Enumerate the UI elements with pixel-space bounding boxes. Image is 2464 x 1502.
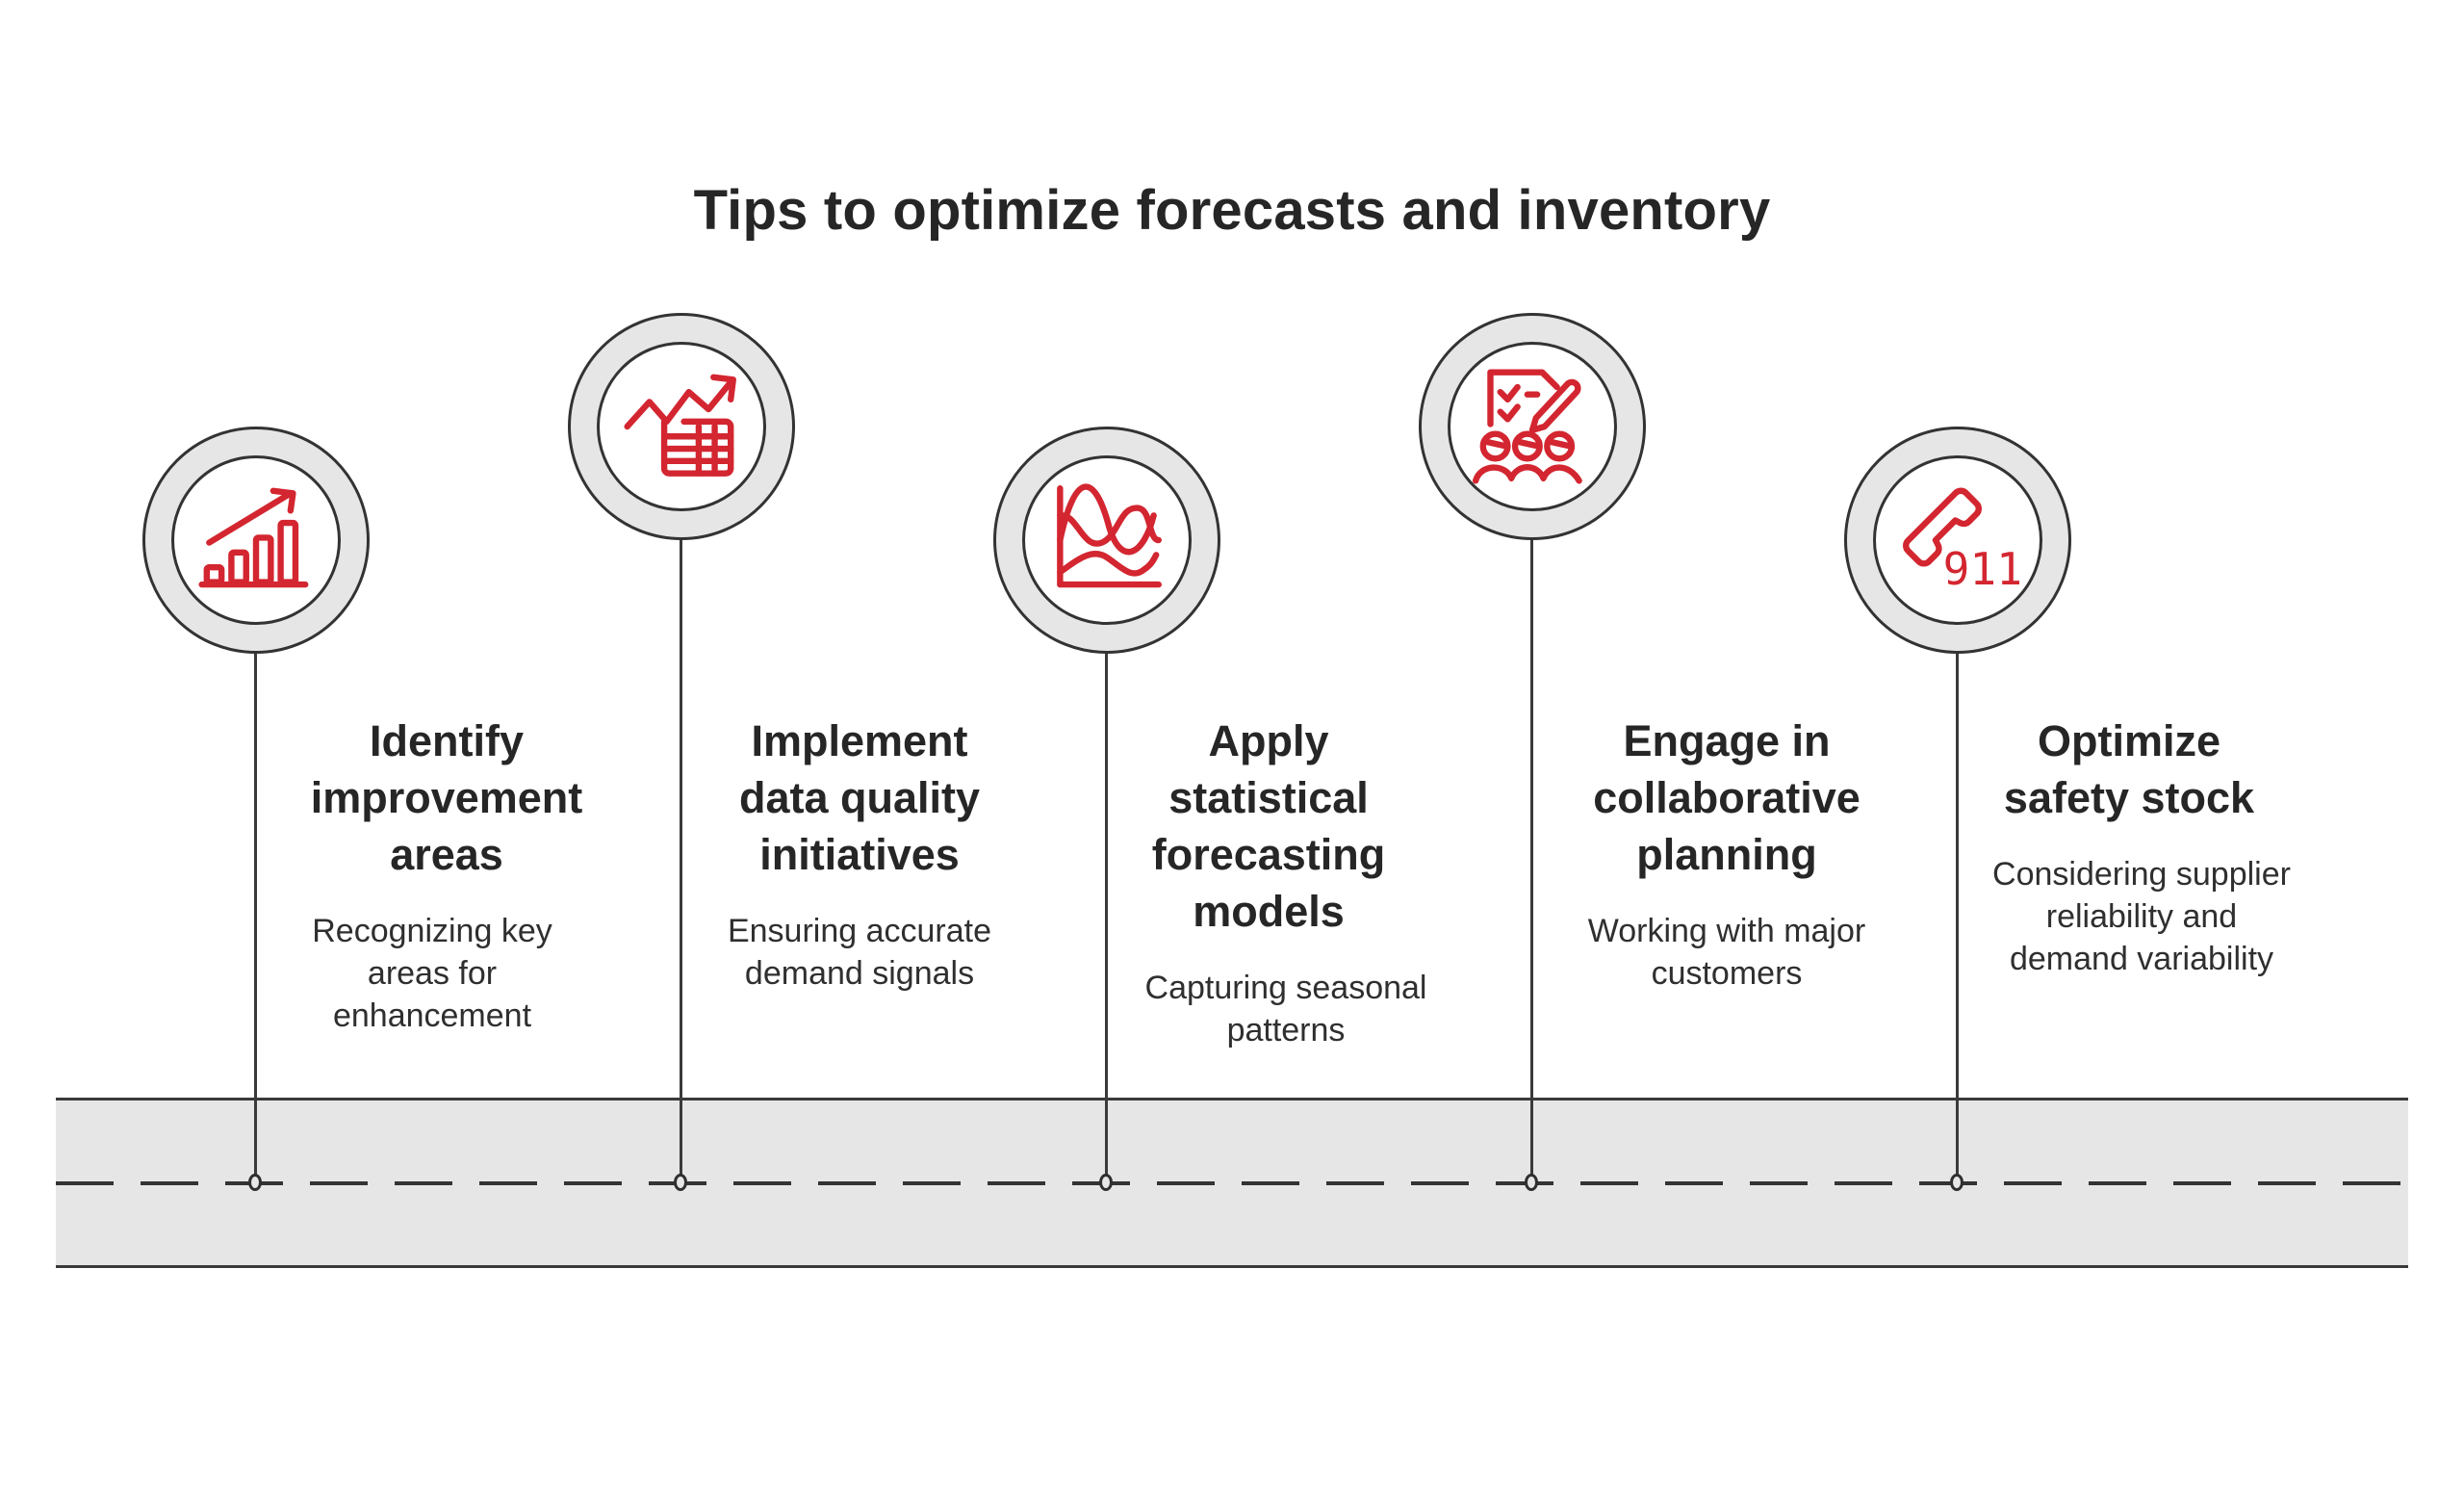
growth-bar-chart-icon (198, 487, 309, 588)
road-center-dashes (56, 1181, 2408, 1185)
step-text-5: Optimize safety stock Considering suppli… (1937, 712, 2322, 980)
pin-stem-5 (1956, 652, 1959, 1176)
step-icon-badge-4 (1419, 313, 1646, 540)
wave-line-chart-icon (1057, 483, 1162, 588)
timeline-node-2 (674, 1174, 687, 1191)
timeline-node-3 (1099, 1174, 1113, 1191)
step-description-2: Ensuring accurate demand signals (727, 913, 992, 992)
pin-stem-3 (1105, 652, 1108, 1176)
step-text-1: Identify improvement areas Recognizing k… (254, 712, 639, 1037)
step-text-4: Engage in collaborative planning Working… (1534, 712, 1919, 995)
step-text-2: Implement data quality initiatives Ensur… (667, 712, 1052, 995)
step-text-3: Apply statistical forecasting models Cap… (1076, 712, 1461, 1051)
timeline-node-1 (248, 1174, 262, 1191)
step-icon-badge-2 (568, 313, 795, 540)
team-checklist-icon (1472, 369, 1582, 484)
step-description-3: Capturing seasonal patterns (1144, 970, 1427, 1049)
timeline-node-4 (1525, 1174, 1538, 1191)
step-icon-badge-5: 911 (1844, 427, 2071, 654)
step-description-4: Working with major customers (1587, 913, 1866, 992)
emergency-phone-911-icon: 911 (1903, 487, 2019, 595)
step-heading-1: Identify improvement areas (310, 716, 583, 879)
pin-stem-2 (680, 538, 682, 1176)
step-description-5: Considering supplier reliability and dem… (1992, 856, 2291, 977)
pin-stem-1 (254, 652, 257, 1176)
page-title: Tips to optimize forecasts and inventory (693, 179, 1771, 242)
step-icon-badge-1 (142, 427, 370, 654)
step-heading-4: Engage in collaborative planning (1593, 716, 1861, 879)
step-icon-badge-3 (993, 427, 1220, 654)
step-heading-5: Optimize safety stock (2003, 716, 2255, 822)
step-description-1: Recognizing key areas for enhancement (312, 913, 552, 1034)
data-table-trend-icon (624, 374, 736, 477)
pin-stem-4 (1530, 538, 1533, 1176)
step-heading-2: Implement data quality initiatives (738, 716, 981, 879)
timeline-node-5 (1950, 1174, 1964, 1191)
step-heading-3: Apply statistical forecasting models (1151, 716, 1386, 936)
svg-text:911: 911 (1943, 543, 2019, 595)
